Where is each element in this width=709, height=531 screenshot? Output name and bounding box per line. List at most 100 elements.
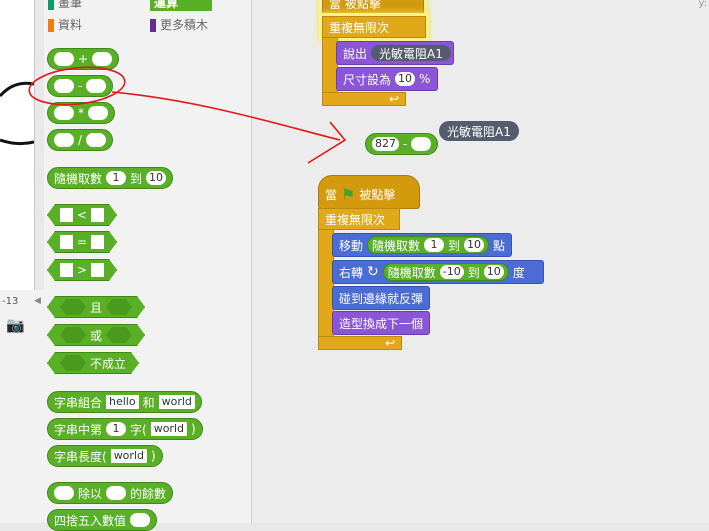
palette-collapse-icon[interactable]: ◀ bbox=[34, 296, 41, 306]
slot[interactable] bbox=[91, 263, 104, 277]
op-label: / bbox=[78, 133, 83, 147]
slot[interactable] bbox=[54, 133, 74, 147]
category-data[interactable]: 資料 bbox=[48, 16, 82, 33]
block-label: 隨機取數 bbox=[372, 238, 421, 253]
slot[interactable] bbox=[54, 486, 74, 500]
size-slot[interactable]: 10 bbox=[395, 72, 416, 86]
forever-block-2[interactable]: 重複無限次 bbox=[318, 208, 400, 230]
slot[interactable] bbox=[60, 263, 73, 277]
category-operators[interactable]: 運算 bbox=[150, 0, 213, 11]
slot[interactable] bbox=[60, 327, 86, 343]
when-flag-hat-block-2[interactable]: 當 ⚑ 被點擊 bbox=[318, 175, 420, 209]
number-slot[interactable]: 1 bbox=[106, 422, 127, 436]
block-label: 四捨五入數值 bbox=[54, 513, 127, 528]
slot[interactable] bbox=[130, 513, 151, 527]
when-flag-hat-block[interactable]: 當 被點擊 bbox=[322, 0, 424, 16]
mod-block[interactable]: 除以的餘數 bbox=[47, 482, 174, 504]
light-sensor-reporter[interactable]: 光敏電阻A1 bbox=[439, 121, 519, 141]
block-label: 的餘數 bbox=[130, 486, 167, 501]
op-label: = bbox=[77, 235, 88, 249]
not-block[interactable]: 不成立 bbox=[47, 352, 139, 374]
to-slot[interactable]: 10 bbox=[146, 171, 167, 185]
round-block[interactable]: 四捨五入數值 bbox=[47, 509, 158, 531]
block-label: 隨機取數 bbox=[54, 171, 103, 186]
next-costume-block[interactable]: 造型換成下一個 bbox=[332, 311, 430, 335]
text-slot[interactable]: world bbox=[110, 449, 147, 463]
slot[interactable] bbox=[106, 486, 127, 500]
from-slot[interactable]: -10 bbox=[439, 265, 464, 279]
to-slot[interactable]: 10 bbox=[483, 265, 504, 279]
block-label: % bbox=[419, 72, 431, 86]
text-slot[interactable]: world bbox=[158, 395, 195, 409]
or-block[interactable]: 或 bbox=[47, 324, 145, 346]
add-block[interactable]: + bbox=[47, 48, 120, 70]
category-swatch bbox=[48, 19, 54, 32]
from-slot[interactable]: 1 bbox=[424, 238, 445, 252]
op-label: 且 bbox=[90, 300, 103, 315]
equals-block[interactable]: = bbox=[47, 231, 117, 253]
slot[interactable] bbox=[86, 79, 107, 93]
multiply-block[interactable]: * bbox=[47, 102, 115, 124]
text-slot[interactable]: hello bbox=[106, 395, 139, 409]
category-more-blocks[interactable]: 更多積木 bbox=[150, 16, 208, 33]
block-label: ) bbox=[150, 449, 156, 463]
block-label: 點 bbox=[493, 238, 506, 253]
block-label: 字串中第 bbox=[54, 422, 103, 437]
slot[interactable] bbox=[86, 133, 107, 147]
slot[interactable] bbox=[54, 79, 74, 93]
block-label: 到 bbox=[448, 238, 461, 253]
block-label: 當 被點擊 bbox=[329, 0, 381, 11]
slot[interactable] bbox=[54, 52, 74, 66]
subtract-block-loose[interactable]: 827- bbox=[365, 133, 439, 155]
stage-canvas[interactable] bbox=[0, 0, 35, 290]
to-slot[interactable]: 10 bbox=[464, 238, 485, 252]
slot[interactable] bbox=[106, 299, 132, 315]
block-label: 被點擊 bbox=[359, 187, 396, 202]
green-flag-icon: ⚑ bbox=[341, 184, 356, 204]
subtract-block[interactable]: - bbox=[47, 75, 114, 97]
bounce-block[interactable]: 碰到邊緣就反彈 bbox=[332, 286, 430, 310]
op-label: 不成立 bbox=[90, 356, 127, 371]
slot[interactable] bbox=[91, 235, 104, 249]
slot[interactable] bbox=[88, 106, 108, 120]
block-label: 字串組合 bbox=[54, 395, 103, 410]
category-label: 畫筆 bbox=[58, 0, 83, 10]
sensor-reporter[interactable]: 光敏電阻A1 bbox=[371, 45, 451, 61]
slot[interactable] bbox=[106, 327, 132, 343]
camera-icon[interactable]: 📷 bbox=[6, 316, 25, 334]
slot[interactable] bbox=[60, 299, 86, 315]
loop-arrow-icon: ↩ bbox=[384, 336, 395, 350]
less-than-block[interactable]: < bbox=[47, 204, 117, 226]
left-slot[interactable]: 827 bbox=[372, 137, 399, 151]
length-of-block[interactable]: 字串長度(world) bbox=[47, 445, 163, 467]
category-pen[interactable]: 畫筆 bbox=[48, 0, 82, 11]
divide-block[interactable]: / bbox=[47, 129, 114, 151]
slot[interactable] bbox=[91, 208, 104, 222]
rotate-clockwise-icon: ↻ bbox=[367, 264, 379, 280]
block-label: 尺寸設為 bbox=[343, 72, 392, 87]
from-slot[interactable]: 1 bbox=[106, 171, 127, 185]
greater-than-block[interactable]: > bbox=[47, 259, 117, 281]
block-label: 到 bbox=[467, 265, 480, 280]
slot[interactable] bbox=[92, 52, 113, 66]
text-slot[interactable]: world bbox=[150, 422, 187, 436]
slot[interactable] bbox=[60, 208, 73, 222]
slot[interactable] bbox=[60, 235, 73, 249]
forever-block[interactable]: 重複無限次 bbox=[322, 16, 426, 38]
slot[interactable] bbox=[54, 106, 74, 120]
right-slot[interactable] bbox=[411, 137, 432, 151]
say-block[interactable]: 說出光敏電阻A1 bbox=[336, 41, 454, 65]
block-label: 右轉 bbox=[339, 265, 364, 280]
slot[interactable] bbox=[60, 355, 86, 371]
and-block[interactable]: 且 bbox=[47, 296, 145, 318]
